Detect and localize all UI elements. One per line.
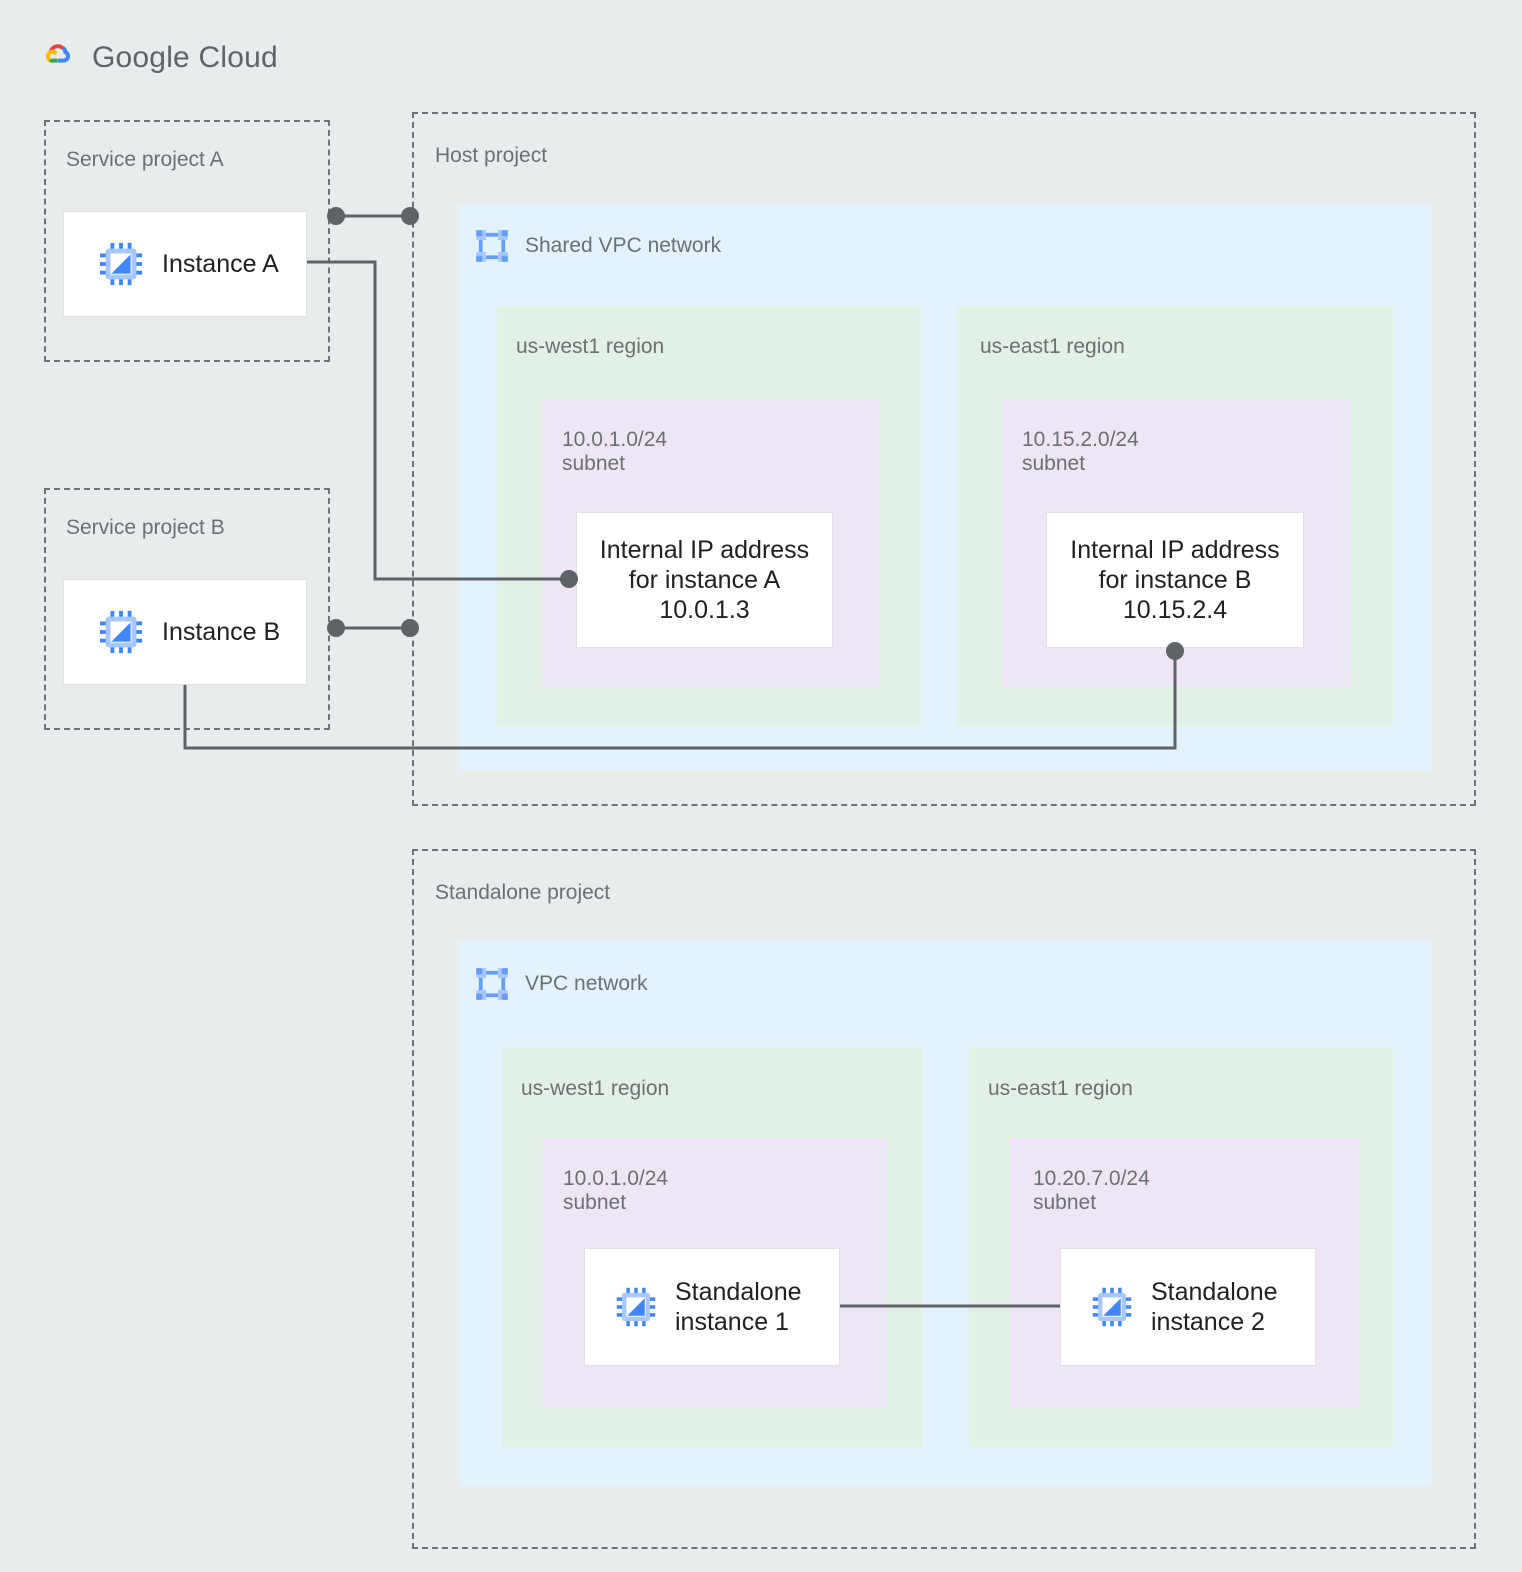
vpc-network-icon <box>474 228 510 264</box>
internal-ip-instance-b-card: Internal IP address for instance B 10.15… <box>1046 512 1304 648</box>
shared-vpc-network-header: Shared VPC network <box>474 228 721 264</box>
standalone-subnet-10-0-1-0-label: 10.0.1.0/24 subnet <box>563 1167 669 1214</box>
vpc-network-label: VPC network <box>525 972 648 995</box>
vm-instance-icon <box>615 1286 657 1328</box>
standalone-region-us-west1-label: us-west1 region <box>521 1077 670 1100</box>
host-region-us-east1-label: us-east1 region <box>980 335 1125 358</box>
standalone-project-container <box>412 849 1476 1549</box>
google-cloud-logo-text: Google Cloud <box>92 41 278 75</box>
internal-ip-instance-b-text: Internal IP address for instance B 10.15… <box>1070 536 1280 624</box>
instance-b-card[interactable]: Instance B <box>63 579 307 685</box>
vpc-network-header: VPC network <box>474 966 648 1002</box>
standalone-instance-1-label: Standalone instance 1 <box>675 1278 802 1336</box>
logo-text-google: Google <box>92 41 190 74</box>
host-region-us-west1-label: us-west1 region <box>516 335 665 358</box>
host-subnet-10-0-1-0-label: 10.0.1.0/24 subnet <box>562 428 668 475</box>
service-project-a-label: Service project A <box>66 148 224 171</box>
standalone-instance-2-label: Standalone instance 2 <box>1151 1278 1278 1336</box>
standalone-region-us-east1-label: us-east1 region <box>988 1077 1133 1100</box>
instance-a-card[interactable]: Instance A <box>63 211 307 317</box>
service-project-b-label: Service project B <box>66 516 225 539</box>
host-subnet-10-15-2-0-label: 10.15.2.0/24 subnet <box>1022 428 1139 475</box>
vm-instance-icon <box>98 609 144 655</box>
instance-a-label: Instance A <box>162 250 279 278</box>
logo-text-cloud: Cloud <box>189 41 278 74</box>
standalone-instance-1-card[interactable]: Standalone instance 1 <box>584 1248 840 1366</box>
standalone-project-label: Standalone project <box>435 881 611 904</box>
google-cloud-logo-mark <box>34 36 78 80</box>
instance-b-label: Instance B <box>162 618 281 646</box>
vm-instance-icon <box>98 241 144 287</box>
service-project-a-container <box>44 120 330 362</box>
vpc-network-icon <box>474 966 510 1002</box>
internal-ip-instance-a-text: Internal IP address for instance A 10.0.… <box>599 536 810 624</box>
standalone-subnet-10-20-7-0-label: 10.20.7.0/24 subnet <box>1033 1167 1150 1214</box>
host-project-label: Host project <box>435 144 548 167</box>
internal-ip-instance-a-card: Internal IP address for instance A 10.0.… <box>576 512 833 648</box>
google-cloud-logo: Google Cloud <box>34 36 278 80</box>
standalone-instance-2-card[interactable]: Standalone instance 2 <box>1060 1248 1316 1366</box>
shared-vpc-network-label: Shared VPC network <box>525 234 722 257</box>
vm-instance-icon <box>1091 1286 1133 1328</box>
